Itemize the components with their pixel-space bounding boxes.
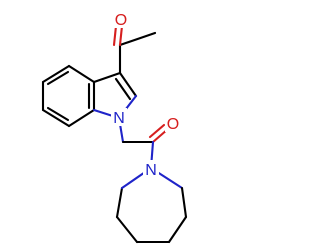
atom-labels: N O O N <box>111 10 182 179</box>
pyrrole-bond-c3a-c3 <box>92 71 122 84</box>
azepane-nitrogen-label-background <box>143 160 159 178</box>
azepane-bond-c2-c3 <box>180 186 188 219</box>
azepane-bond-c3-c4 <box>167 215 188 244</box>
benzene-bond-c4-c5 <box>41 64 71 86</box>
indole-nitrogen-label: N <box>113 110 125 127</box>
benzene-bond-c3a-c4 <box>67 64 96 84</box>
indole-nitrogen-label-background <box>111 108 127 126</box>
bond-carbonyl-methyl <box>118 31 157 47</box>
benzene-bond-c7a-c3a <box>87 80 96 112</box>
acetyl-oxygen-label-background <box>113 10 130 28</box>
pyrrole-bond-c3-c2 <box>114 71 138 101</box>
acetyl-carbonyl-double-bond <box>112 24 124 47</box>
azepane-bond-c6-c7 <box>115 186 124 219</box>
azepane-bond-c5-c6 <box>115 215 139 244</box>
amide-oxygen-label: O <box>167 116 179 133</box>
azepane-nitrogen-label: N <box>145 162 157 179</box>
acetyl-oxygen-label: O <box>115 12 127 29</box>
acetyl-group <box>112 24 157 75</box>
benzene-bond-c7-c7a <box>67 108 96 128</box>
azepane-ring <box>115 166 188 244</box>
amide-oxygen-label-background <box>165 114 182 132</box>
benzene-bond-c6-c7 <box>41 106 71 128</box>
chemical-structure-diagram: N O O N <box>41 10 188 244</box>
